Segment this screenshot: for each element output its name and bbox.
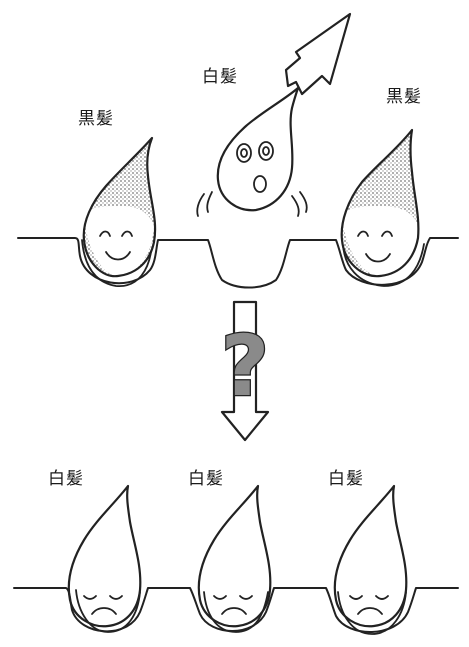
bottom-center-white-hair: [197, 484, 272, 628]
top-right-follicle-sheath: [342, 243, 425, 287]
top-left-follicle-sheath: [81, 239, 153, 287]
exit-arrow: [284, 12, 352, 96]
bottom-left-follicle-sheath: [75, 589, 141, 633]
transition-arrow: [220, 300, 270, 442]
top-center-white-hair: [196, 86, 308, 217]
top-right-dark-hair: [340, 128, 420, 278]
question-mark: ?: [221, 317, 270, 415]
bottom-left-white-hair: [67, 484, 142, 628]
label-top-right-black-hair: 黒髪: [386, 87, 422, 107]
label-bottom-left-white-hair: 白髪: [48, 469, 84, 489]
label-bottom-center-white-hair: 白髪: [188, 469, 224, 489]
bottom-right-follicle-sheath: [337, 591, 407, 635]
bottom-right-white-hair: [333, 484, 408, 628]
label-top-center-white-hair: 白髪: [202, 67, 238, 87]
top-left-dark-hair: [82, 136, 157, 278]
top-skin-surface: [17, 237, 459, 289]
label-bottom-right-white-hair: 白髪: [328, 469, 364, 489]
label-top-left-black-hair: 黒髪: [78, 109, 114, 129]
